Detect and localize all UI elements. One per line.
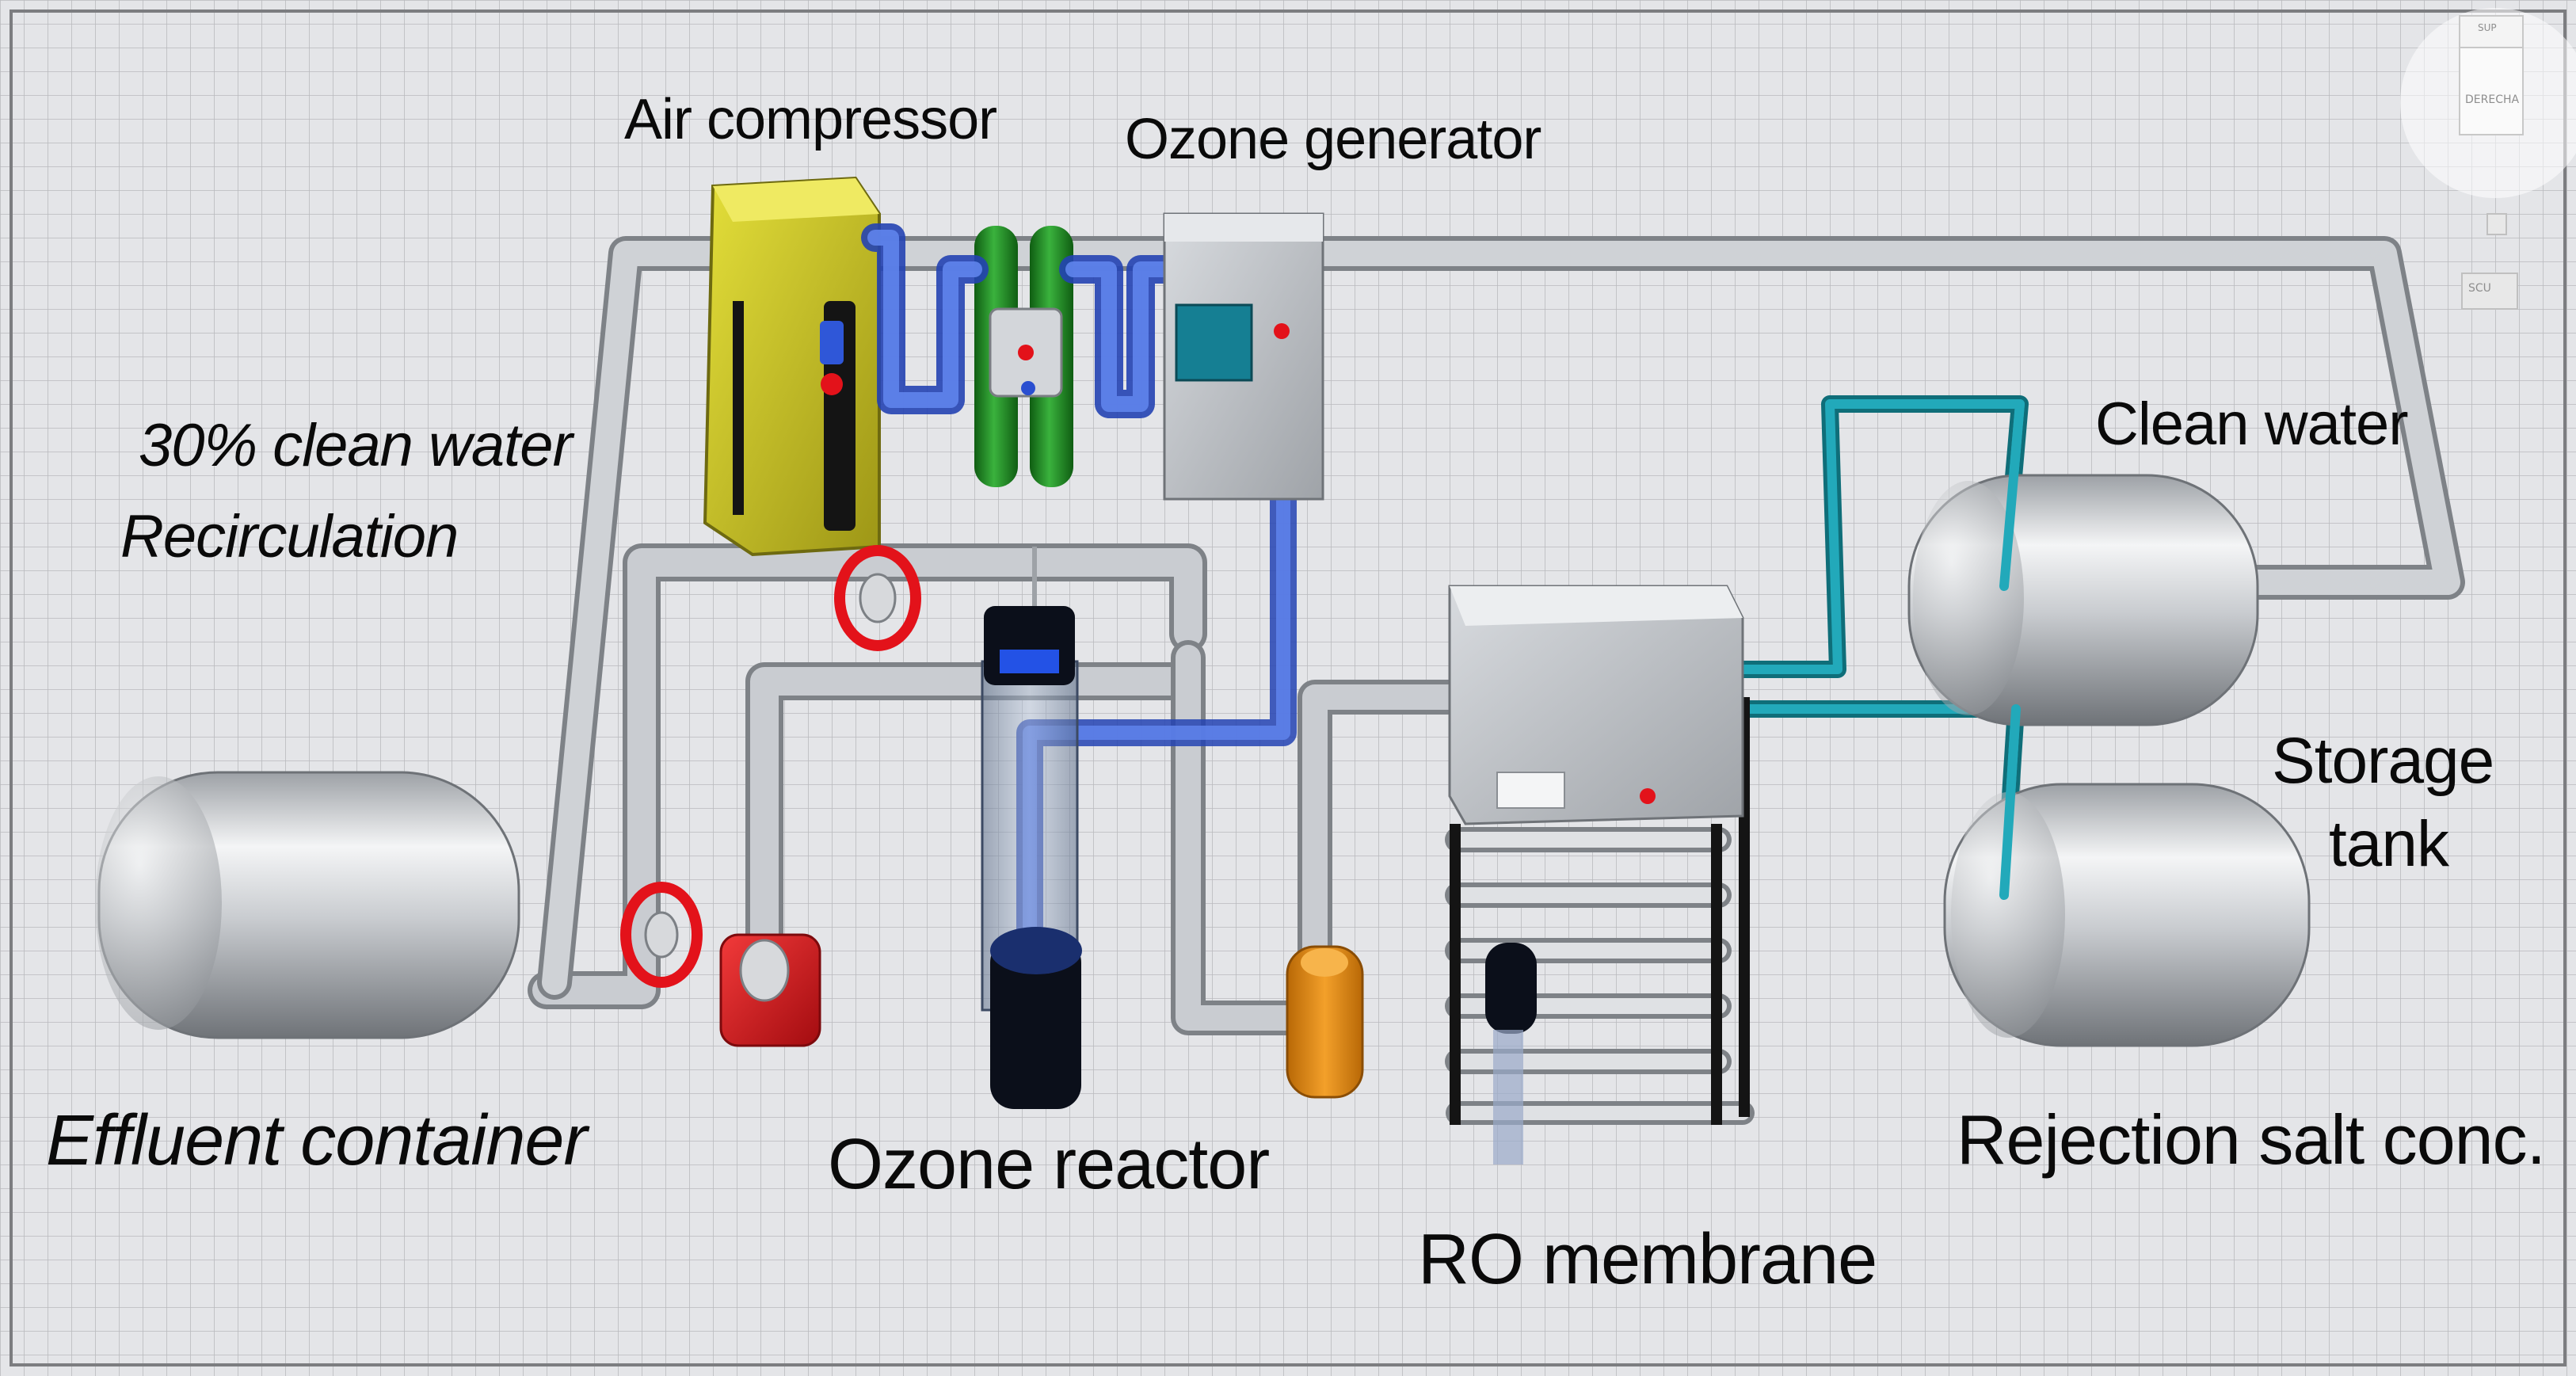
label-storage-tank-line1: Storage bbox=[2272, 725, 2494, 797]
ro-feed-pump bbox=[1286, 945, 1364, 1099]
teal-pipe-ends bbox=[1999, 399, 2025, 900]
effluent-container-tank bbox=[95, 771, 520, 1039]
view-cube-scale-label: SCU bbox=[2468, 282, 2491, 295]
view-cube-top-mark: SUP bbox=[2478, 22, 2497, 33]
label-ozone-reactor: Ozone reactor bbox=[828, 1125, 1270, 1204]
recirc-valve bbox=[834, 545, 921, 651]
label-ro-membrane: RO membrane bbox=[1418, 1220, 1877, 1299]
rejection-storage-tank bbox=[1943, 783, 2311, 1047]
label-recirculation-line2: Recirculation bbox=[120, 503, 459, 570]
green-filter-pair bbox=[974, 226, 1073, 487]
label-rejection-salt: Rejection salt conc. bbox=[1957, 1100, 2546, 1179]
label-air-compressor: Air compressor bbox=[624, 88, 997, 151]
ozone-reactor bbox=[981, 547, 1082, 1109]
ozone-generator bbox=[1163, 212, 1324, 501]
effluent-pump bbox=[719, 933, 821, 1047]
view-cube-face-label: DERECHA bbox=[2465, 93, 2520, 106]
view-cube[interactable] bbox=[2400, 8, 2576, 310]
label-recirculation-line1: 30% clean water bbox=[139, 412, 573, 479]
label-storage-tank-line2: tank bbox=[2329, 808, 2449, 880]
frame-border bbox=[10, 10, 2566, 1366]
air-compressor bbox=[703, 176, 881, 557]
label-ozone-generator: Ozone generator bbox=[1125, 108, 1541, 171]
clean-water-tank bbox=[1907, 474, 2259, 726]
label-clean-water: Clean water bbox=[2095, 391, 2409, 458]
label-effluent-container: Effluent container bbox=[46, 1101, 587, 1180]
ro-membrane-unit bbox=[1445, 585, 1755, 1164]
inlet-valve bbox=[620, 882, 703, 988]
